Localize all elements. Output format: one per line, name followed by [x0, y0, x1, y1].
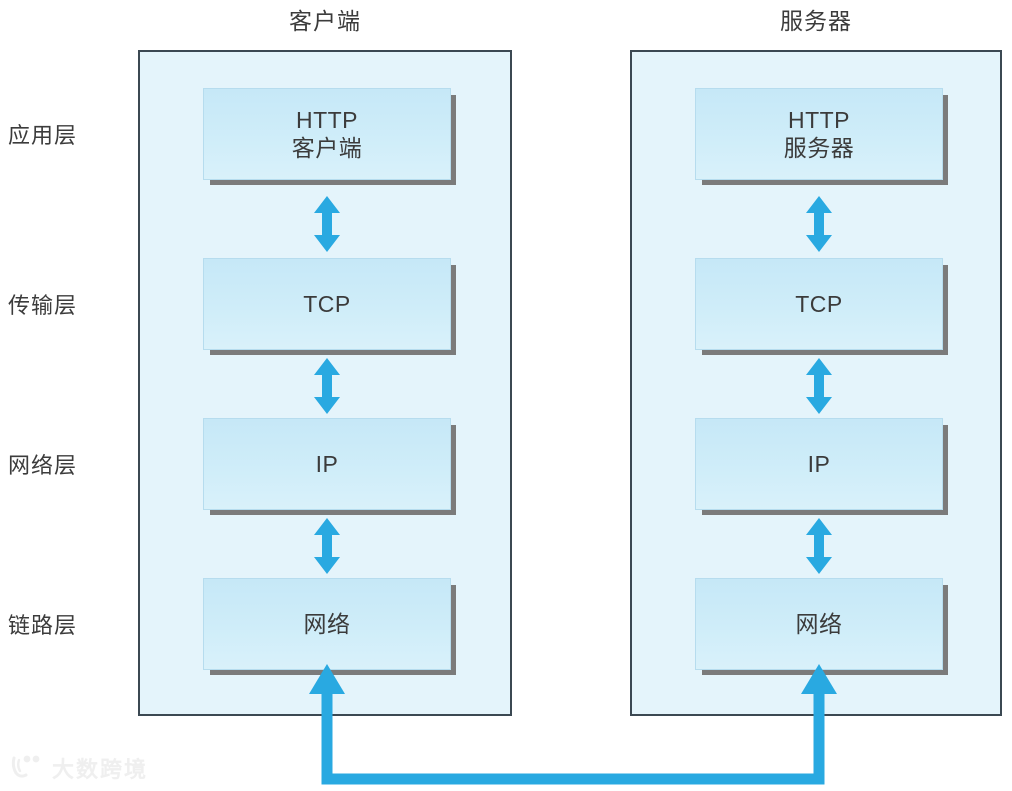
- box-server-http: HTTP 服务器: [695, 88, 943, 180]
- box-client-tcp-label: TCP: [303, 290, 351, 317]
- double-arrow-icon: [804, 196, 834, 252]
- box-client-http-line2: 客户端: [291, 135, 363, 161]
- box-client-http: HTTP 客户端: [203, 88, 451, 180]
- row-label-network: 网络层: [8, 453, 78, 478]
- box-client-ip-label: IP: [315, 450, 339, 477]
- row-label-link: 链路层: [8, 613, 78, 638]
- double-arrow-icon: [804, 358, 834, 414]
- box-server-link: 网络: [695, 578, 943, 670]
- box-server-tcp: TCP: [695, 258, 943, 350]
- row-label-transport: 传输层: [8, 293, 78, 318]
- column-title-server: 服务器: [780, 8, 852, 34]
- double-arrow-icon: [804, 518, 834, 574]
- box-client-link: 网络: [203, 578, 451, 670]
- box-server-link-label: 网络: [795, 610, 843, 637]
- watermark-text: 大数跨境: [52, 757, 149, 782]
- row-label-application: 应用层: [8, 123, 78, 148]
- watermark-logo-icon: [10, 753, 44, 784]
- box-client-ip: IP: [203, 418, 451, 510]
- box-client-tcp: TCP: [203, 258, 451, 350]
- double-arrow-icon: [312, 518, 342, 574]
- box-client-http-line1: HTTP: [295, 106, 359, 133]
- column-title-client: 客户端: [289, 8, 361, 34]
- box-server-http-line1: HTTP: [787, 106, 851, 133]
- box-server-ip-label: IP: [807, 450, 831, 477]
- box-server-http-line2: 服务器: [783, 135, 855, 161]
- watermark: 大数跨境: [10, 752, 148, 784]
- double-arrow-icon: [312, 358, 342, 414]
- network-link-connector: [300, 664, 846, 791]
- double-arrow-icon: [312, 196, 342, 252]
- box-client-link-label: 网络: [303, 610, 351, 637]
- box-server-ip: IP: [695, 418, 943, 510]
- box-server-tcp-label: TCP: [795, 290, 843, 317]
